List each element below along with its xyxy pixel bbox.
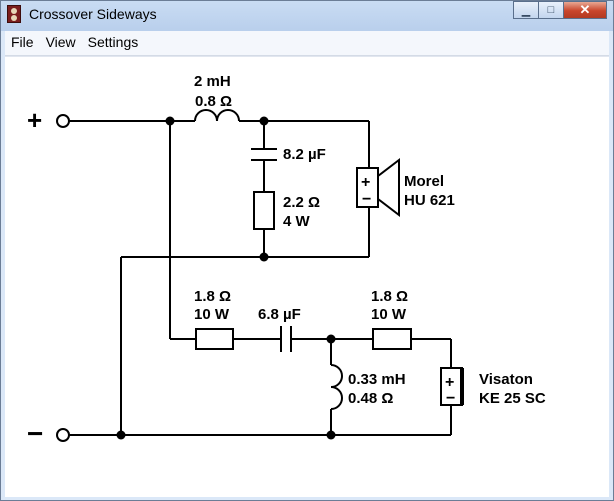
label-resistor-left-power: 10 W [194,306,230,323]
junction-dot [165,116,175,126]
junction-dot [326,430,336,440]
speaker-woofer-icon: + − [440,362,464,407]
speaker-tweeter-icon: + − [356,157,400,218]
resistor-2-2ohm [253,191,275,230]
woofer-plus: + [445,374,454,391]
label-inductor-2mh-value: 2 mH [194,73,231,90]
label-inductor-2mh-resistance: 0.8 Ω [195,93,232,110]
terminal-positive[interactable] [56,114,70,128]
schematic-canvas[interactable]: + − + − + [5,56,609,497]
junction-dot [259,116,269,126]
close-icon: ✕ [579,2,591,17]
junction-dots [116,116,336,440]
label-inductor-033mh-value: 0.33 mH [348,371,406,388]
menu-file[interactable]: File [11,34,34,50]
tweeter-plus: + [361,174,370,191]
maximize-icon: □ [547,4,555,16]
junction-dot [259,252,269,262]
speaker-app-icon[interactable] [7,5,21,23]
window-controls: ▁ □ ✕ [513,1,607,21]
label-tweeter-model: HU 621 [404,192,455,209]
negative-sign: − [27,418,43,449]
maximize-button[interactable]: □ [538,1,564,19]
label-woofer-model: KE 25 SC [479,390,546,407]
label-capacitor-6-8uf: 6.8 µF [258,306,301,323]
junction-dot [326,334,336,344]
menu-view[interactable]: View [45,34,76,50]
crossover-schematic: + − + − + [27,73,546,449]
resistor-1-8ohm-right [372,328,412,350]
inductor-033mh [330,364,343,410]
terminal-negative[interactable] [56,428,70,442]
label-capacitor-8-2uf: 8.2 µF [283,146,326,163]
label-resistor-right-value: 1.8 Ω [371,288,408,305]
title-bar[interactable]: Crossover Sideways ▁ □ ✕ [1,1,613,29]
label-woofer-brand: Visaton [479,371,533,388]
tweeter-minus: − [362,191,371,208]
menu-bar: File View Settings [5,31,609,56]
resistor-1-8ohm-left [195,328,234,350]
menu-settings[interactable]: Settings [87,34,139,50]
inductor-2mh [194,109,240,122]
close-button[interactable]: ✕ [563,1,607,19]
label-tweeter-brand: Morel [404,173,444,190]
minimize-button[interactable]: ▁ [513,1,539,19]
window-title: Crossover Sideways [29,6,157,22]
positive-sign: + [27,105,42,135]
label-inductor-033mh-resistance: 0.48 Ω [348,390,393,407]
label-resistor-left-value: 1.8 Ω [194,288,231,305]
woofer-minus: − [446,390,455,407]
label-resistor-2-2ohm-power: 4 W [283,213,311,230]
label-resistor-2-2ohm-value: 2.2 Ω [283,194,320,211]
minimize-icon: ▁ [521,4,531,17]
junction-dot [116,430,126,440]
label-resistor-right-power: 10 W [371,306,407,323]
